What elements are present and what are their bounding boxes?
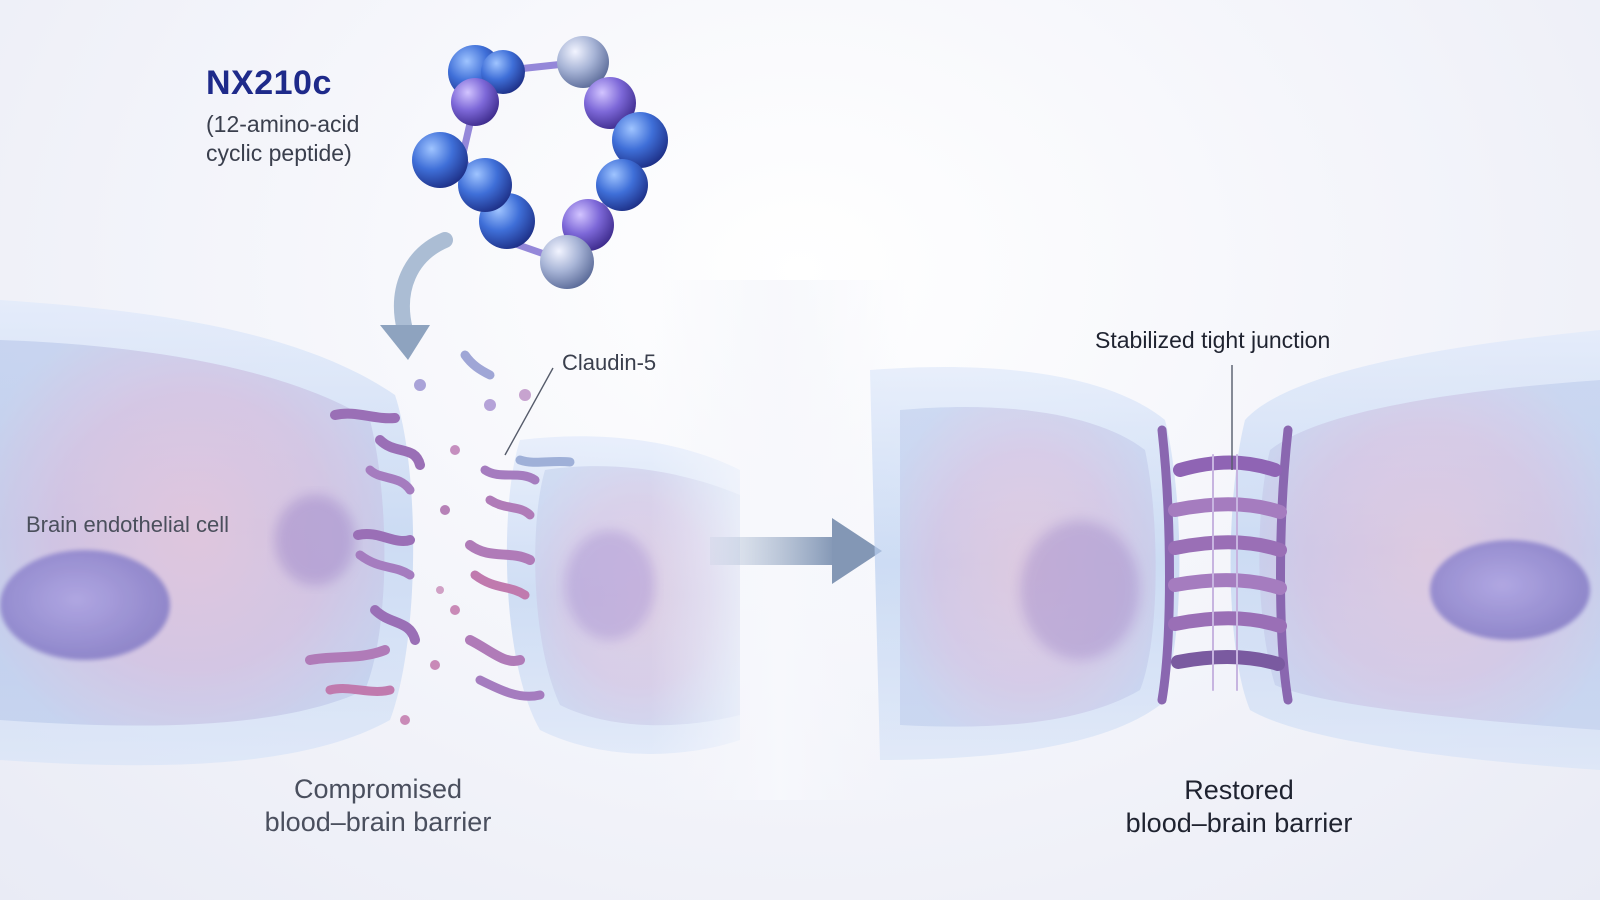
claudin-fragments	[305, 350, 575, 725]
claudin-label: Claudin-5	[562, 350, 657, 375]
restored-left-cell	[870, 367, 1180, 760]
nucleus-right	[1430, 540, 1590, 640]
curved-arrow	[380, 232, 453, 360]
claudin-leader-line	[504, 367, 554, 456]
transition-arrow	[710, 518, 882, 584]
nucleus-left	[0, 550, 170, 660]
caption-compromised: Compromised blood–brain barrier	[264, 774, 492, 837]
tight-junction-label: Stabilized tight junction	[1095, 327, 1331, 353]
peptide-name: NX210c	[206, 64, 332, 102]
peptide-description: (12-amino-acid cyclic peptide)	[206, 111, 360, 166]
caption-restored: Restored blood–brain barrier	[1125, 775, 1353, 838]
peptide-molecule	[412, 36, 668, 289]
left-cell	[0, 300, 414, 766]
endothelial-cell-label: Brain endothelial cell	[26, 512, 230, 537]
tight-junction	[1157, 425, 1293, 705]
restored-right-cell	[1230, 330, 1600, 770]
